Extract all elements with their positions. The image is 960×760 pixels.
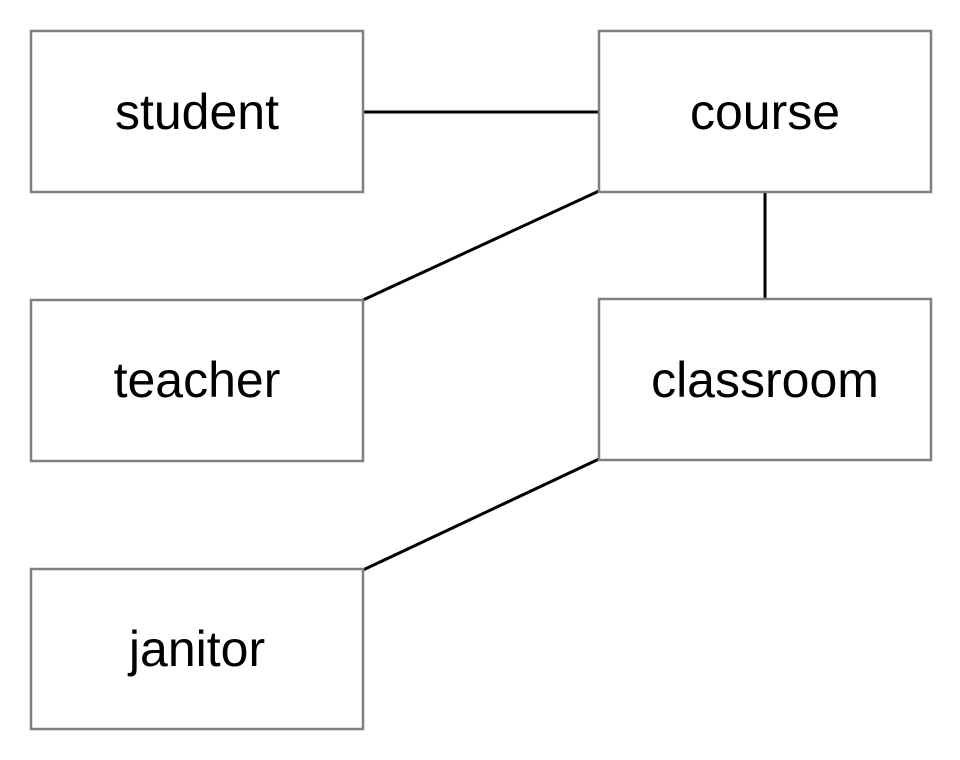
edges-layer: [362, 110, 767, 572]
node-classroom-box: [597, 297, 933, 462]
nodes-layer: student course teacher classroom janitor: [29, 29, 933, 731]
node-student: student: [29, 29, 365, 194]
node-student-label: student: [115, 84, 279, 140]
edge-teacher-course: [362, 189, 600, 302]
node-classroom-label: classroom: [651, 352, 879, 408]
node-student-box: [29, 29, 365, 194]
node-classroom: classroom: [597, 297, 933, 462]
node-teacher-box: [29, 298, 365, 463]
edge-janitor-classroom: [362, 457, 600, 572]
node-course: course: [597, 29, 933, 194]
node-course-box: [597, 29, 933, 194]
node-course-label: course: [690, 84, 840, 140]
node-janitor-box: [29, 567, 365, 731]
node-teacher: teacher: [29, 298, 365, 463]
node-janitor-label: janitor: [127, 621, 265, 677]
node-teacher-label: teacher: [114, 352, 281, 408]
node-janitor: janitor: [29, 567, 365, 731]
